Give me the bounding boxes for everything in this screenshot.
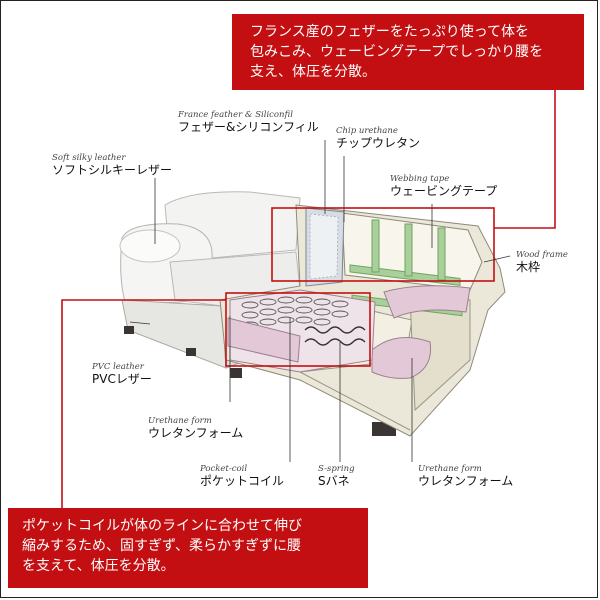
callout-top-line-1: フランス産のフェザーをたっぷり使って体を (250, 24, 530, 40)
callout-top-feather-webbing: フランス産のフェザーをたっぷり使って体を 包みこみ、ウェービングテープでしっかり… (232, 14, 584, 90)
highlight-box-back (271, 207, 495, 282)
callout-bottom-pocket-coil: ポケットコイルが体のラインに合わせて伸び 縮みするため、固すぎず、柔らかすぎずに… (8, 508, 368, 588)
label-spring-en: S-spring (318, 464, 355, 474)
callout-bottom-line-1: ポケットコイルが体のラインに合わせて伸び (22, 518, 302, 534)
callout-top-line-2: 包みこみ、ウェービングテープでしっかり腰を (250, 44, 544, 60)
label-spring-jp: Sバネ (318, 474, 350, 488)
feather-back-cushion (305, 207, 345, 287)
label-webbing-en: Webbing tape (390, 174, 450, 184)
label-chip-en: Chip urethane (336, 126, 398, 136)
label-soft-leather-jp: ソフトシルキーレザー (52, 163, 173, 177)
label-webbing-jp: ウェービングテープ (390, 184, 498, 198)
label-chip-jp: チップウレタン (336, 136, 421, 150)
label-pocket-coil: Pocket-coil ポケットコイル (200, 464, 284, 489)
label-urethane-right-jp: ウレタンフォーム (418, 474, 514, 488)
label-feather: France feather & Siliconfil フェザー&シリコンフィル (178, 110, 319, 135)
callout-top-line-3: 支え、体圧を分散。 (250, 64, 376, 80)
connector-top (494, 90, 556, 229)
label-pocket-en: Pocket-coil (200, 464, 248, 474)
label-wood-en: Wood frame (516, 250, 568, 260)
leader-lines (129, 140, 511, 462)
label-urethane-right: Urethane form ウレタンフォーム (418, 464, 513, 489)
label-wood-jp: 木枠 (516, 260, 541, 274)
label-s-spring: S-spring Sバネ (318, 464, 355, 489)
label-pvc-en: PVC leather (92, 362, 144, 372)
callout-bottom-line-2: 縮みするため、固すぎず、柔らかすぎずに腰 (22, 538, 302, 554)
label-pocket-jp: ポケットコイル (200, 474, 285, 488)
label-urethane-left-en: Urethane form (148, 416, 212, 426)
label-pvc-jp: PVCレザー (92, 372, 152, 386)
label-urethane-left: Urethane form ウレタンフォーム (148, 416, 243, 441)
label-wood-frame: Wood frame 木枠 (516, 250, 568, 275)
label-soft-leather-en: Soft silky leather (52, 153, 126, 163)
pocket-coil-seat (227, 289, 376, 373)
label-soft-leather: Soft silky leather ソフトシルキーレザー (52, 153, 172, 178)
connector-bottom (61, 299, 226, 508)
label-urethane-left-jp: ウレタンフォーム (148, 426, 244, 440)
label-feather-en: France feather & Siliconfil (178, 110, 293, 120)
label-feather-jp: フェザー&シリコンフィル (178, 120, 319, 134)
label-chip-urethane: Chip urethane チップウレタン (336, 126, 420, 151)
label-pvc-leather: PVC leather PVCレザー (92, 362, 152, 387)
callout-bottom-line-3: を支えて、体圧を分散。 (22, 558, 175, 574)
label-urethane-right-en: Urethane form (418, 464, 482, 474)
highlight-box-seat (225, 292, 371, 367)
arm-urethane-cushion (371, 285, 471, 379)
label-webbing: Webbing tape ウェービングテープ (390, 174, 497, 199)
